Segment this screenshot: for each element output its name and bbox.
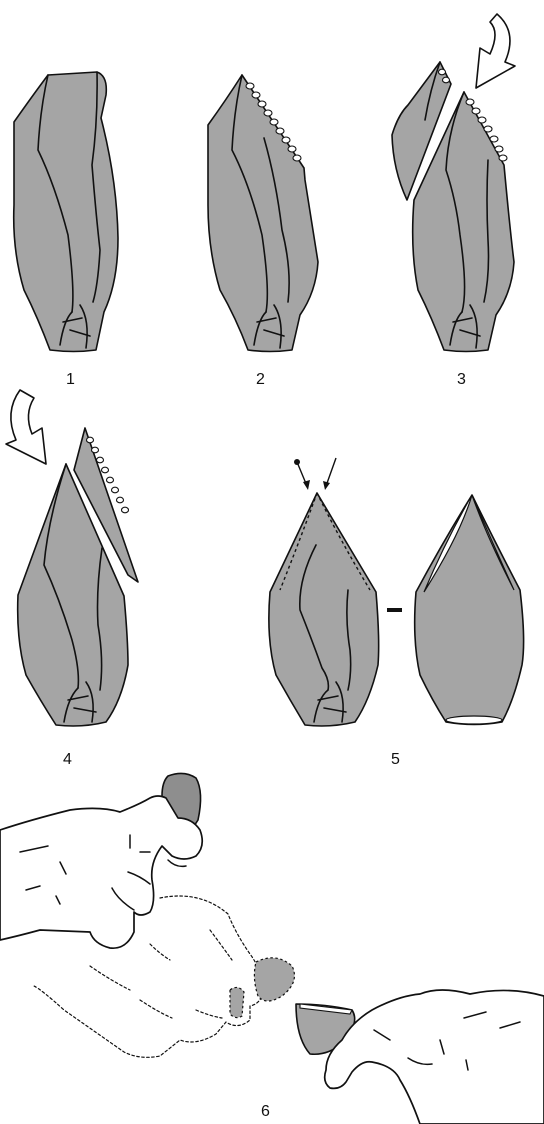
stage-3-first-burin-blow [392,14,515,352]
stage-label-5: 5 [391,751,400,768]
upper-hand [0,796,202,948]
stage-label-1: 1 [66,371,75,388]
stage-label-3: 3 [457,371,466,388]
stage-2-retouched-blade [208,75,318,352]
curved-arrow-icon [6,390,46,464]
stage-label-4: 4 [63,751,72,768]
lower-hand [325,990,544,1124]
curved-arrow-icon [476,14,515,88]
stage-label-6: 6 [261,1103,270,1120]
stage-5-finished-burin [269,458,524,726]
burin-ventral-face [415,495,524,725]
stage-4-second-burin-blow [6,390,138,726]
face-separator [387,608,402,612]
burin-dorsal-face [269,493,379,726]
stage-6-hands-using-burin [0,773,544,1124]
stage-1-blade [14,72,118,352]
ghost-hammerstone [254,958,294,1001]
stage-label-2: 2 [256,371,265,388]
blow-direction-arrows-icon [294,458,336,490]
